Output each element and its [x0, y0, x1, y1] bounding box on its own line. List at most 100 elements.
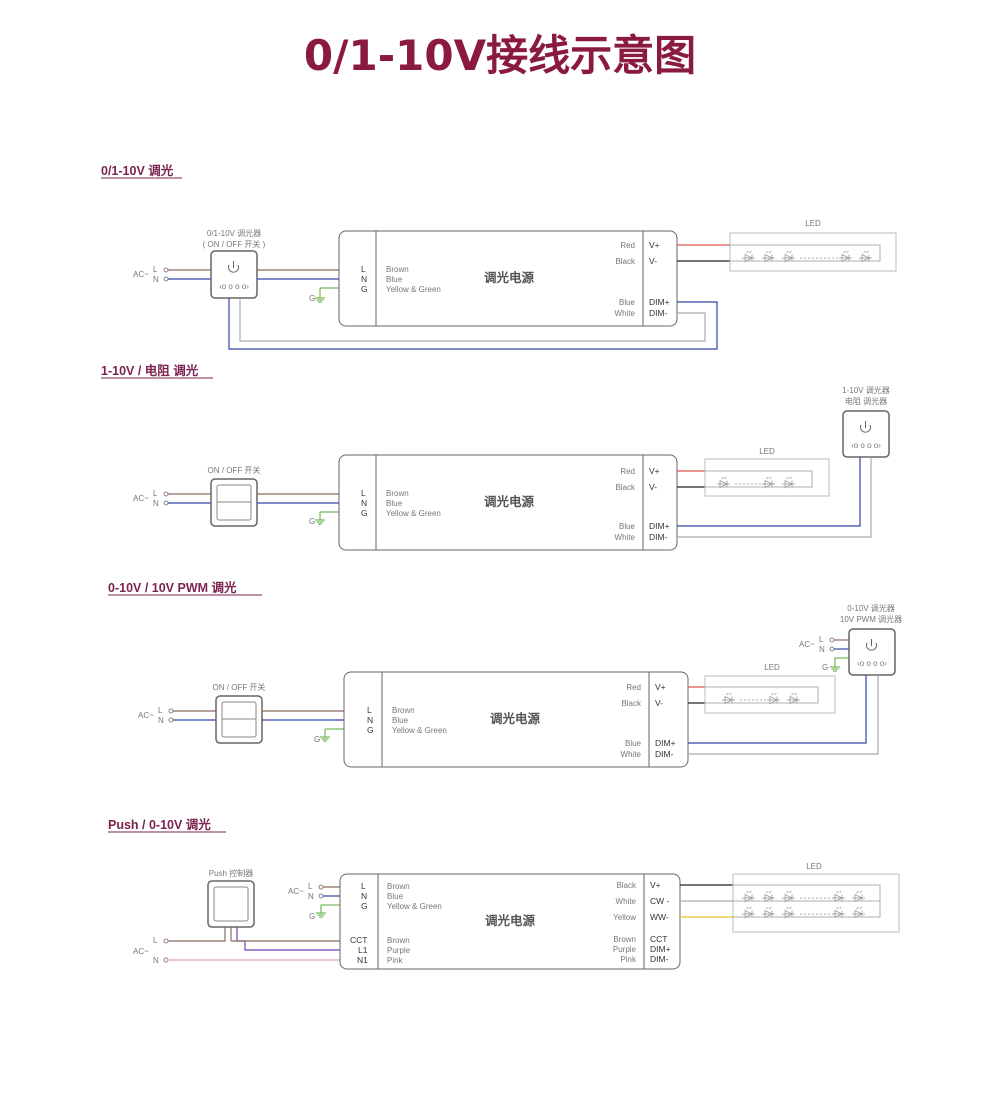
svg-text:DIM-: DIM- [649, 532, 668, 542]
svg-text:V-: V- [649, 482, 657, 492]
svg-text:V+: V+ [649, 466, 660, 476]
svg-text:L: L [158, 706, 163, 715]
svg-text:Blue: Blue [619, 522, 636, 531]
svg-text:Pink: Pink [387, 956, 404, 965]
svg-text:N: N [361, 891, 367, 901]
svg-text:CW -: CW - [650, 896, 670, 906]
svg-text:LED: LED [805, 219, 821, 228]
svg-text:L: L [367, 705, 372, 715]
svg-text:N: N [308, 892, 314, 901]
svg-text:N: N [158, 716, 164, 725]
svg-text:WW-: WW- [650, 912, 669, 922]
svg-text:White: White [621, 750, 642, 759]
svg-text:AC~: AC~ [133, 494, 149, 503]
svg-text:DIM-: DIM- [655, 749, 674, 759]
svg-text:G: G [309, 517, 315, 526]
svg-text:Yellow & Green: Yellow & Green [386, 285, 441, 294]
svg-text:CCT: CCT [350, 935, 367, 945]
svg-text:调光电源: 调光电源 [484, 494, 535, 509]
svg-text:G: G [309, 294, 315, 303]
svg-text:L: L [153, 936, 158, 945]
svg-text:L1: L1 [358, 945, 368, 955]
svg-text:Brown: Brown [386, 265, 409, 274]
section-1-heading: 0/1-10V 调光 [101, 163, 174, 178]
svg-text:N: N [153, 956, 159, 965]
svg-text:LED: LED [759, 447, 775, 456]
dimmer-dots: ‹ο ο ο ο› [219, 282, 249, 291]
svg-text:L: L [361, 881, 366, 891]
svg-text:Pink: Pink [620, 955, 637, 964]
svg-text:Black: Black [616, 881, 637, 890]
svg-text:V-: V- [655, 698, 663, 708]
svg-text:N: N [367, 715, 373, 725]
svg-text:L: L [361, 264, 366, 274]
svg-text:‹ο ο ο ο›: ‹ο ο ο ο› [857, 659, 887, 668]
svg-text:Yellow & Green: Yellow & Green [387, 902, 442, 911]
svg-text:AC~: AC~ [133, 947, 149, 956]
power-icon [228, 264, 239, 273]
svg-text:AC~: AC~ [138, 711, 154, 720]
svg-text:‹ο ο ο ο›: ‹ο ο ο ο› [851, 441, 881, 450]
svg-text:调光电源: 调光电源 [490, 711, 541, 726]
svg-text:Blue: Blue [386, 275, 403, 284]
dimmer-label-1: 0/1-10V 调光器 [207, 228, 261, 238]
svg-text:ON / OFF 开关: ON / OFF 开关 [213, 682, 266, 692]
svg-text:DIM+: DIM+ [649, 297, 670, 307]
page-title: 0/1-10V接线示意图 [303, 31, 697, 80]
svg-text:G: G [361, 508, 368, 518]
section-4: Push / 0-10V 调光 Push 控制器 AC~ L N AC~ L N… [108, 817, 900, 970]
section-2: 1-10V / 电阻 调光 ON / OFF 开关 AC~ L N G L N … [101, 363, 890, 551]
svg-text:G: G [314, 735, 320, 744]
svg-text:N: N [819, 645, 825, 654]
svg-text:Black: Black [615, 257, 636, 266]
psu-label: 调光电源 [484, 270, 535, 285]
svg-text:Blue: Blue [625, 739, 642, 748]
section-2-heading: 1-10V / 电阻 调光 [101, 363, 199, 378]
svg-text:Push 控制器: Push 控制器 [209, 868, 253, 878]
svg-text:Blue: Blue [392, 716, 409, 725]
svg-text:V+: V+ [650, 880, 661, 890]
svg-text:G: G [361, 284, 368, 294]
ac-label: AC~ [133, 270, 149, 279]
svg-text:Black: Black [615, 483, 636, 492]
svg-text:L: L [153, 265, 158, 274]
psu-box-2 [338, 454, 678, 551]
svg-text:DIM+: DIM+ [649, 521, 670, 531]
svg-text:N1: N1 [357, 955, 368, 965]
section-3: 0-10V / 10V PWM 调光 ON / OFF 开关 AC~ L N G… [108, 580, 902, 768]
svg-text:LED: LED [764, 663, 780, 672]
svg-text:Blue: Blue [619, 298, 636, 307]
svg-text:0-10V 调光器: 0-10V 调光器 [847, 603, 895, 613]
svg-text:Yellow: Yellow [613, 913, 636, 922]
svg-text:White: White [616, 897, 637, 906]
resistor-dimmer [842, 410, 890, 458]
svg-text:G: G [361, 901, 368, 911]
svg-text:Brown: Brown [392, 706, 415, 715]
svg-text:调光电源: 调光电源 [485, 913, 536, 928]
svg-text:N: N [361, 274, 367, 284]
psu-box-3 [343, 671, 689, 768]
svg-text:Red: Red [626, 683, 641, 692]
svg-text:L: L [308, 882, 313, 891]
svg-text:电阻 调光器: 电阻 调光器 [845, 396, 887, 406]
led-strip-4 [732, 873, 900, 933]
svg-text:V+: V+ [655, 682, 666, 692]
led-strip-1 [729, 232, 897, 272]
led-strip-2 [704, 458, 830, 497]
svg-text:Yellow & Green: Yellow & Green [386, 509, 441, 518]
push-controller [207, 880, 255, 928]
svg-text:AC~: AC~ [288, 887, 304, 896]
svg-text:CCT: CCT [650, 934, 667, 944]
svg-text:G: G [309, 912, 315, 921]
power-icon [866, 642, 877, 651]
led-strip-3 [704, 675, 836, 714]
svg-text:N: N [361, 498, 367, 508]
section-1: 0/1-10V 调光 0/1-10V 调光器 ( ON / OFF 开关 ) A… [101, 163, 897, 350]
svg-text:Black: Black [621, 699, 642, 708]
section-4-heading: Push / 0-10V 调光 [108, 817, 211, 832]
svg-text:V+: V+ [649, 240, 660, 250]
svg-text:L: L [819, 635, 824, 644]
svg-text:Blue: Blue [386, 499, 403, 508]
dimmer-label-2: ( ON / OFF 开关 ) [203, 239, 266, 249]
svg-text:Brown: Brown [387, 882, 410, 891]
